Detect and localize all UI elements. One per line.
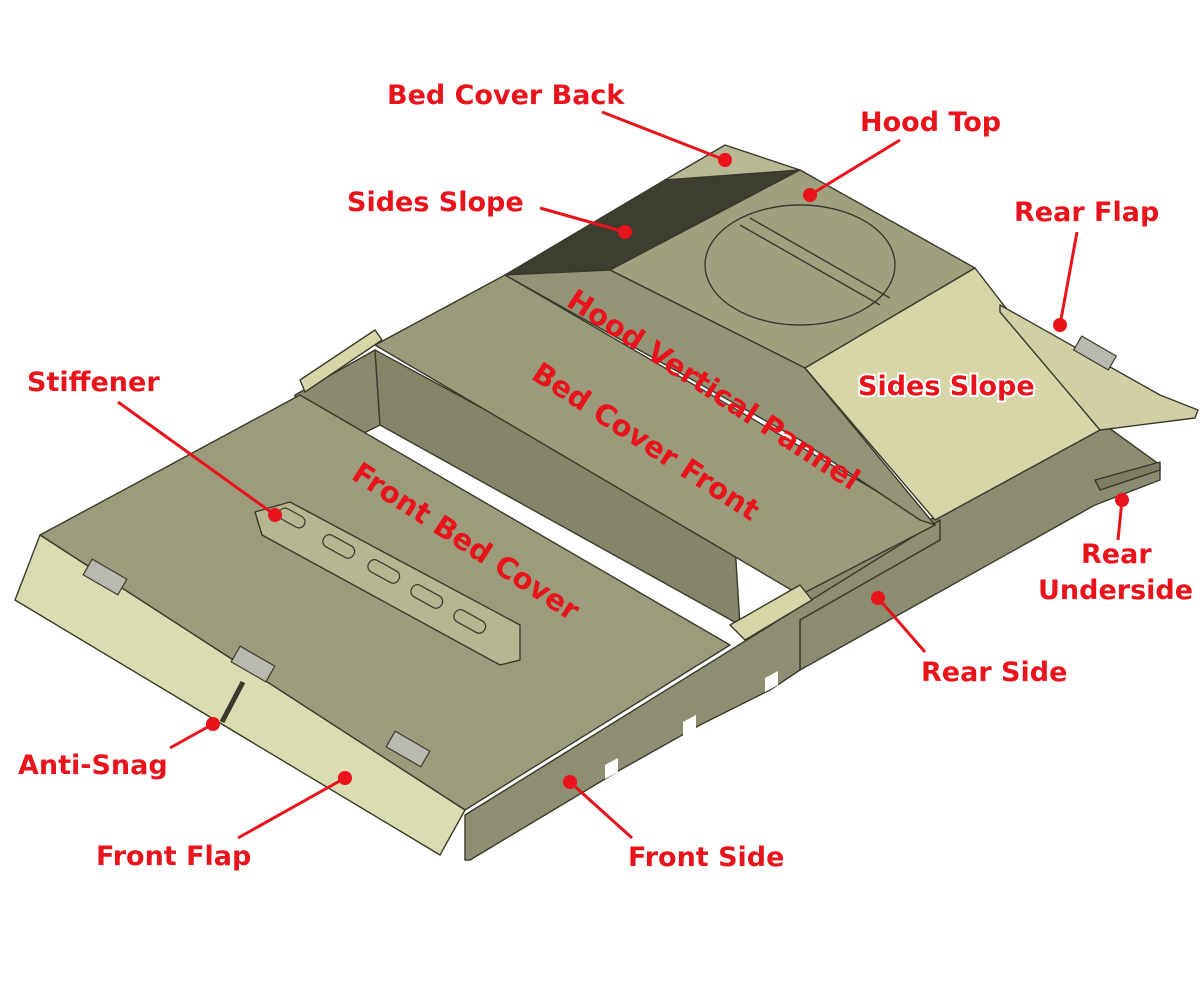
hood-top-hatch-bar	[739, 224, 881, 306]
bed-cover-back-label: Bed Cover Back	[387, 80, 625, 111]
stiffener-label: Stiffener	[27, 367, 160, 398]
hinge-1	[82, 558, 128, 596]
hood-top-label: Hood Top	[860, 107, 1001, 138]
center-hinge-bracket	[729, 584, 813, 641]
sides-slope-left-label: Sides Slope	[347, 187, 524, 218]
rear-side-label: Rear Side	[921, 657, 1067, 688]
rear-flap-label: Rear Flap	[1014, 197, 1159, 228]
hood-top-hatch-bar2	[749, 217, 891, 299]
front-flap-panel	[14, 534, 466, 856]
bed-cover-back-plate	[664, 144, 801, 181]
anti-snag-label: Anti-Snag	[18, 750, 168, 781]
rear-underside-label-line2: Underside	[1038, 575, 1193, 606]
rear-underside-strip	[1094, 461, 1161, 491]
front-side-notch-3	[765, 671, 778, 692]
stiffener-hole-5	[453, 609, 487, 634]
front-side-notch-1	[605, 758, 618, 779]
front-side-label: Front Side	[628, 842, 784, 873]
hood-vertical-panel	[504, 269, 936, 526]
rear-flap-hinge	[1072, 335, 1118, 371]
stiffener-hole-4	[410, 584, 444, 609]
rear-flap-panel	[999, 304, 1199, 431]
front-side-panel	[464, 519, 941, 861]
hinge-2	[230, 645, 276, 683]
front-side-notch-2	[683, 715, 696, 736]
left-rear-bracket	[299, 329, 383, 393]
anti-snag-rod	[219, 680, 246, 724]
hinge-3	[385, 730, 431, 768]
rear-underside-label-line1: Rear	[1081, 539, 1152, 570]
callout-leaders	[117, 110, 1129, 840]
stiffener-bar	[254, 501, 521, 666]
sides-slope-right-label: Sides Slope	[858, 371, 1035, 402]
hood-top-hatch	[704, 204, 896, 326]
hull-model	[14, 144, 1199, 861]
stiffener-hole-2	[322, 534, 356, 559]
front-flap-label: Front Flap	[96, 841, 251, 872]
stiffener-hole-3	[367, 559, 401, 584]
